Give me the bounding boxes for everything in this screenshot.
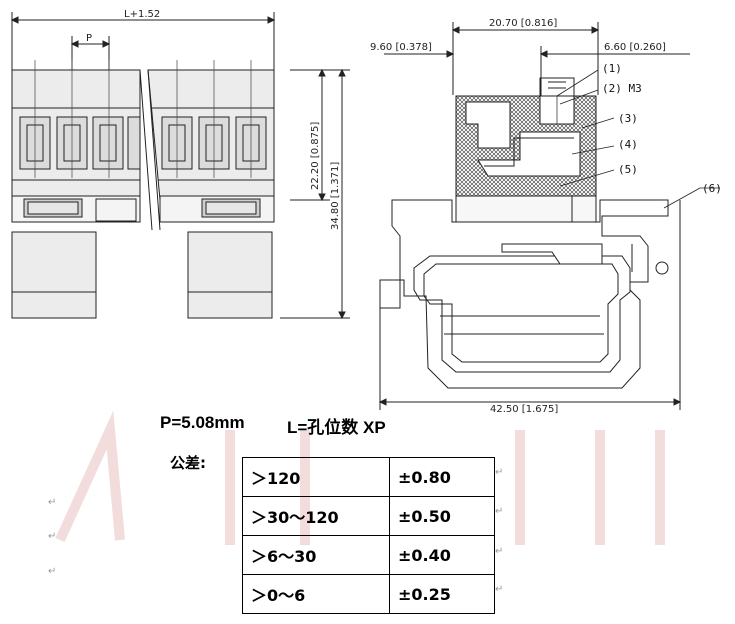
pitch-spec: P=5.08mm [160,413,245,432]
dim-left-label: 9.60 [0.378] [370,42,432,53]
paragraph-mark-icon: ↵ [48,566,57,577]
range-cell: ＞120 [242,457,390,497]
paragraph-mark-icon: ↵ [495,546,504,557]
value-cell: ±0.25 [389,574,495,614]
paragraph-mark-icon: ↵ [495,584,504,595]
value-cell: ±0.50 [389,496,495,536]
dim-top-label: 20.70 [0.816] [489,18,557,29]
dim-pitch-label: P [86,33,92,44]
callout-5: (5) [618,163,638,176]
value-cell: ±0.80 [389,457,495,497]
range-cell: ＞6～30 [242,535,390,575]
length-spec: L=孔位数 XP [287,418,386,437]
range-cell: ＞30～120 [242,496,390,536]
dim-right-label: 6.60 [0.260] [604,42,666,53]
paragraph-mark-icon: ↵ [48,531,57,542]
table-row: ＞30～120 ±0.50 [242,496,495,536]
paragraph-mark-icon: ↵ [48,497,57,508]
callout-1: (1) [602,62,622,75]
right-side-section-view [378,22,720,410]
dim-height-34-label: 34.80 [1.371] [330,162,341,230]
callout-3: (3) [618,112,638,125]
left-front-view [10,12,350,320]
table-row: ＞0～6 ±0.25 [242,574,495,614]
table-row: ＞120 ±0.80 [242,457,495,497]
dim-bottom-label: 42.50 [1.675] [490,404,558,415]
table-row: ＞6～30 ±0.40 [242,535,495,575]
tolerance-title: 公差: [170,454,206,472]
dim-length-label: L+1.52 [124,9,160,20]
dim-height-22-label: 22.20 [0.875] [310,122,321,190]
paragraph-mark-icon: ↵ [495,467,504,478]
callout-2: (2) M3 [602,82,642,95]
paragraph-mark-icon: ↵ [495,506,504,517]
tolerance-table: ＞120 ±0.80 ＞30～120 ±0.50 ＞6～30 ±0.40 ＞0～… [242,457,495,614]
callout-6: (6) [702,182,722,195]
callout-4: (4) [618,138,638,151]
value-cell: ±0.40 [389,535,495,575]
range-cell: ＞0～6 [242,574,390,614]
